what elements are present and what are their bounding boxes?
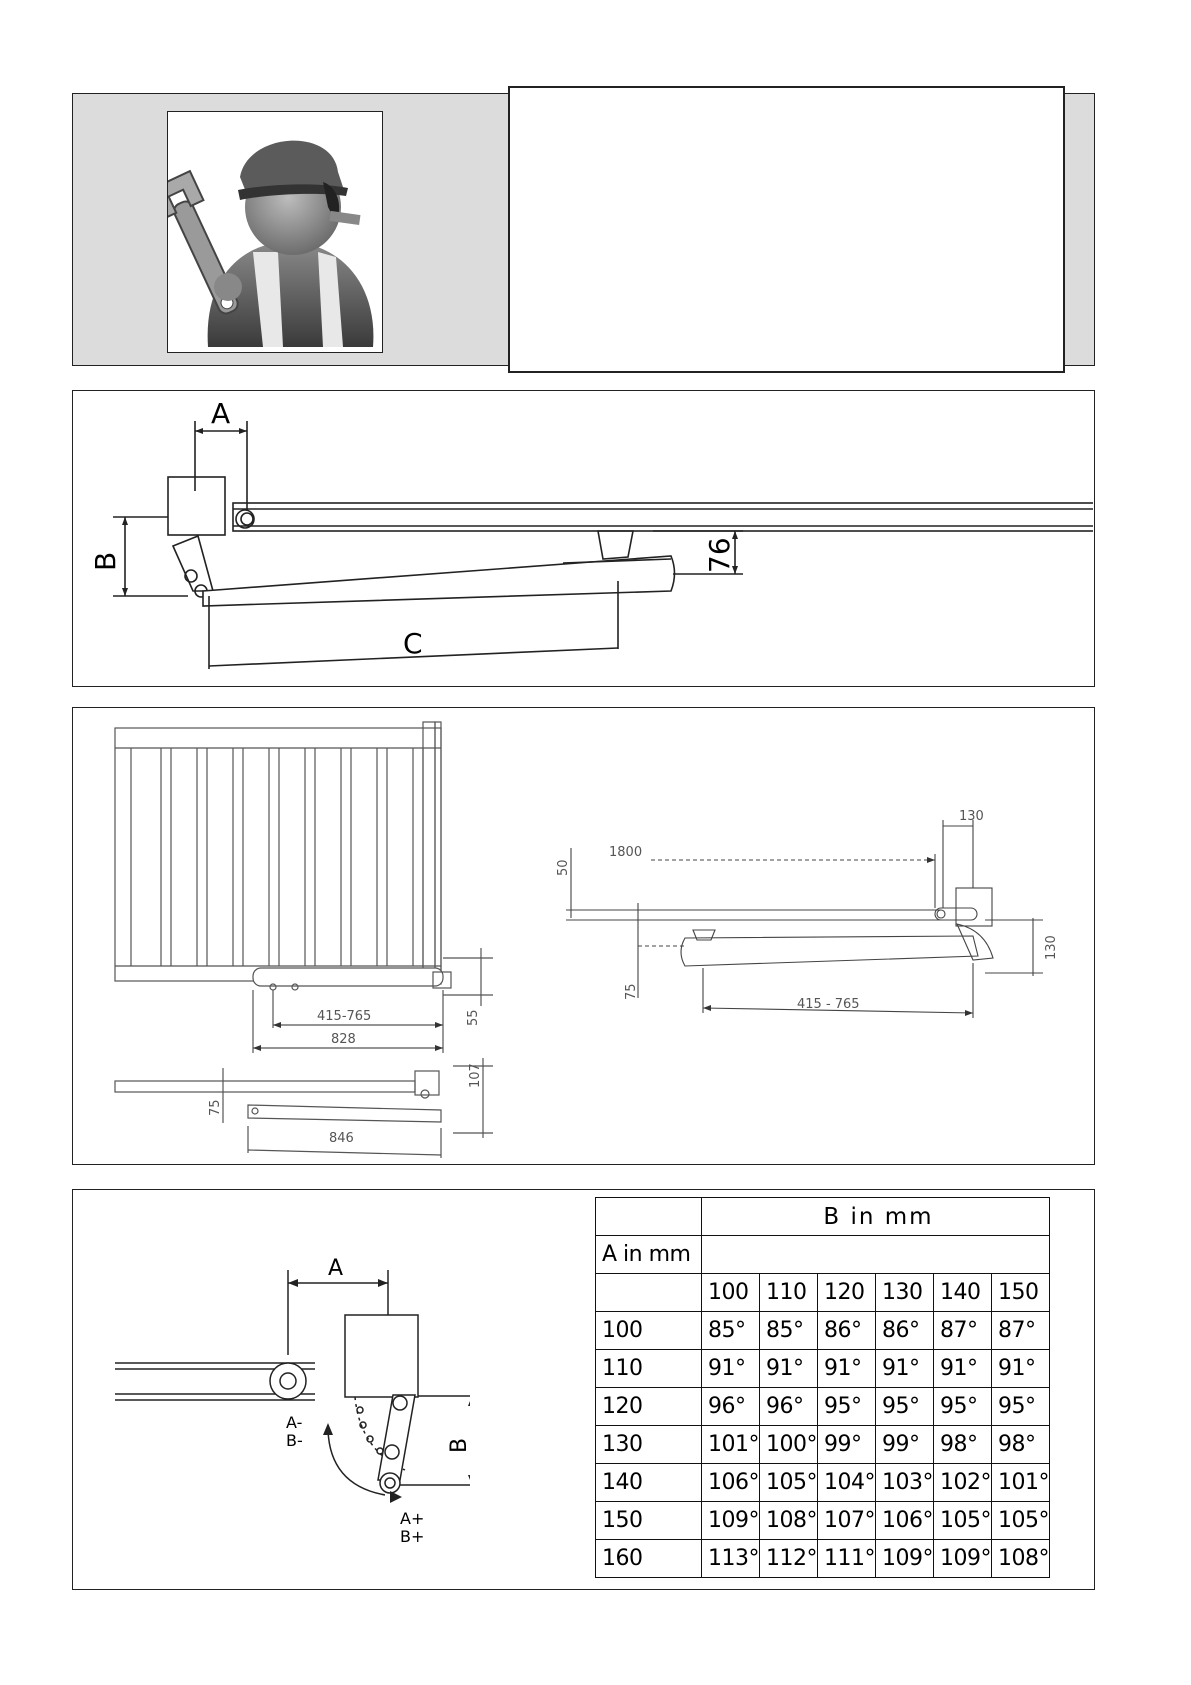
table-cell: 96° bbox=[701, 1387, 760, 1426]
dimension-76-label: 76 bbox=[703, 537, 736, 573]
adjust-a-minus-label: A- bbox=[286, 1413, 302, 1432]
table-cell: 95° bbox=[875, 1387, 934, 1426]
table-row: 150 109° 108° 107° 106° 105° 105° bbox=[595, 1501, 1050, 1540]
table-column-header: 150 bbox=[991, 1273, 1050, 1312]
table-cell: 99° bbox=[875, 1425, 934, 1464]
table-cell: 102° bbox=[933, 1463, 992, 1502]
table-a-header: A in mm bbox=[595, 1235, 702, 1274]
side-75-label: 75 bbox=[624, 983, 639, 1000]
table-cell: 99° bbox=[817, 1425, 876, 1464]
table-cell: 95° bbox=[817, 1387, 876, 1426]
table-cell: 105° bbox=[933, 1501, 992, 1540]
table-corner-blank bbox=[595, 1273, 702, 1312]
table-corner-top bbox=[595, 1197, 702, 1236]
adjust-b-label: B bbox=[447, 1438, 470, 1453]
table-cell: 91° bbox=[817, 1349, 876, 1388]
table-cell: 112° bbox=[759, 1539, 818, 1578]
table-cell: 87° bbox=[933, 1311, 992, 1350]
side-1800-label: 1800 bbox=[609, 845, 642, 860]
table-cell: 91° bbox=[875, 1349, 934, 1388]
table-cell: 95° bbox=[933, 1387, 992, 1426]
table-cell: 109° bbox=[701, 1501, 760, 1540]
mounting-dimensions-diagram: A B C 76 bbox=[89, 397, 1106, 669]
table-row: 110 91° 91° 91° 91° 91° 91° bbox=[595, 1349, 1050, 1388]
arm-adjustment-diagram: A B A- B- A+ B+ bbox=[115, 1256, 470, 1545]
table-cell: 101° bbox=[991, 1463, 1050, 1502]
table-column-header: 140 bbox=[933, 1273, 992, 1312]
plan-offset-label: 75 bbox=[208, 1099, 223, 1116]
table-cell: 107° bbox=[817, 1501, 876, 1540]
side-130-side-label: 130 bbox=[1044, 935, 1059, 960]
table-column-header: 100 bbox=[701, 1273, 760, 1312]
adjust-a-label: A bbox=[328, 1256, 343, 1281]
table-row-header: 160 bbox=[595, 1539, 702, 1578]
table-cell: 85° bbox=[701, 1311, 760, 1350]
table-row: 120 96° 96° 95° 95° 95° 95° bbox=[595, 1387, 1050, 1426]
table-cell: 91° bbox=[701, 1349, 760, 1388]
table-cell: 109° bbox=[875, 1539, 934, 1578]
table-row: 140 106° 105° 104° 103° 102° 101° bbox=[595, 1463, 1050, 1502]
table-cell: 104° bbox=[817, 1463, 876, 1502]
plan-bracket-label: 107 bbox=[468, 1063, 483, 1088]
table-cell: 101° bbox=[701, 1425, 760, 1464]
table-row-header: 130 bbox=[595, 1425, 702, 1464]
table-cell: 95° bbox=[991, 1387, 1050, 1426]
table-cell: 113° bbox=[701, 1539, 760, 1578]
mechanic-icon-frame bbox=[148, 111, 383, 353]
table-cell: 86° bbox=[875, 1311, 934, 1350]
table-b-header: B in mm bbox=[701, 1197, 1050, 1236]
dimension-a-label: A bbox=[211, 397, 230, 430]
table-cell: 108° bbox=[759, 1501, 818, 1540]
table-cell: 108° bbox=[991, 1539, 1050, 1578]
front-height-label: 55 bbox=[466, 1009, 481, 1026]
side-130-top-label: 130 bbox=[959, 809, 984, 824]
mounting-dimensions-panel: A B C 76 bbox=[72, 390, 1106, 687]
table-cell: 106° bbox=[875, 1501, 934, 1540]
side-50-label: 50 bbox=[556, 859, 571, 876]
table-cell: 109° bbox=[933, 1539, 992, 1578]
table-cell: 100° bbox=[759, 1425, 818, 1464]
mechanic-with-wrench-icon bbox=[148, 140, 374, 347]
table-row-header: 140 bbox=[595, 1463, 702, 1502]
table-cell: 106° bbox=[701, 1463, 760, 1502]
table-cell: 103° bbox=[875, 1463, 934, 1502]
front-range-label: 415-765 bbox=[317, 1009, 371, 1024]
table-row: 100 85° 85° 86° 86° 87° 87° bbox=[595, 1311, 1050, 1350]
table-cell: 86° bbox=[817, 1311, 876, 1350]
table-row: 160 113° 112° 111° 109° 109° 108° bbox=[595, 1539, 1050, 1578]
table-cell: 85° bbox=[759, 1311, 818, 1350]
table-row-header: 100 bbox=[595, 1311, 702, 1350]
table-column-header: 110 bbox=[759, 1273, 818, 1312]
table-cell: 105° bbox=[759, 1463, 818, 1502]
side-range-label: 415 - 765 bbox=[797, 997, 860, 1012]
table-column-header: 130 bbox=[875, 1273, 934, 1312]
plan-length-label: 846 bbox=[329, 1131, 354, 1146]
table-column-header-row: 100 110 120 130 140 150 bbox=[595, 1273, 1050, 1312]
adjust-a-plus-label: A+ bbox=[400, 1509, 424, 1528]
table-row-header: 110 bbox=[595, 1349, 702, 1388]
table-cell: 91° bbox=[991, 1349, 1050, 1388]
adjust-b-plus-label: B+ bbox=[400, 1527, 424, 1545]
gate-installation-panel: 415-765 828 55 75 846 107 130 1800 50 75… bbox=[72, 707, 1095, 1165]
dimension-c-label: C bbox=[403, 627, 423, 660]
opening-angle-table: B in mm A in mm 100 110 120 130 140 150 … bbox=[595, 1197, 1050, 1578]
dimension-b-label: B bbox=[89, 552, 122, 571]
table-row-header: 150 bbox=[595, 1501, 702, 1540]
table-cell: 98° bbox=[991, 1425, 1050, 1464]
front-length-label: 828 bbox=[331, 1032, 356, 1047]
table-cell: 96° bbox=[759, 1387, 818, 1426]
table-cell: 91° bbox=[759, 1349, 818, 1388]
table-cell: 98° bbox=[933, 1425, 992, 1464]
table-cell: 111° bbox=[817, 1539, 876, 1578]
table-header-blank bbox=[701, 1235, 1050, 1274]
table-row: 130 101° 100° 99° 99° 98° 98° bbox=[595, 1425, 1050, 1464]
table-cell: 91° bbox=[933, 1349, 992, 1388]
table-row-header: 120 bbox=[595, 1387, 702, 1426]
header-text-box bbox=[508, 86, 1065, 373]
table-column-header: 120 bbox=[817, 1273, 876, 1312]
table-cell: 105° bbox=[991, 1501, 1050, 1540]
table-cell: 87° bbox=[991, 1311, 1050, 1350]
adjust-b-minus-label: B- bbox=[286, 1431, 303, 1450]
gate-installation-diagram: 415-765 828 55 75 846 107 130 1800 50 75… bbox=[114, 721, 1059, 1158]
